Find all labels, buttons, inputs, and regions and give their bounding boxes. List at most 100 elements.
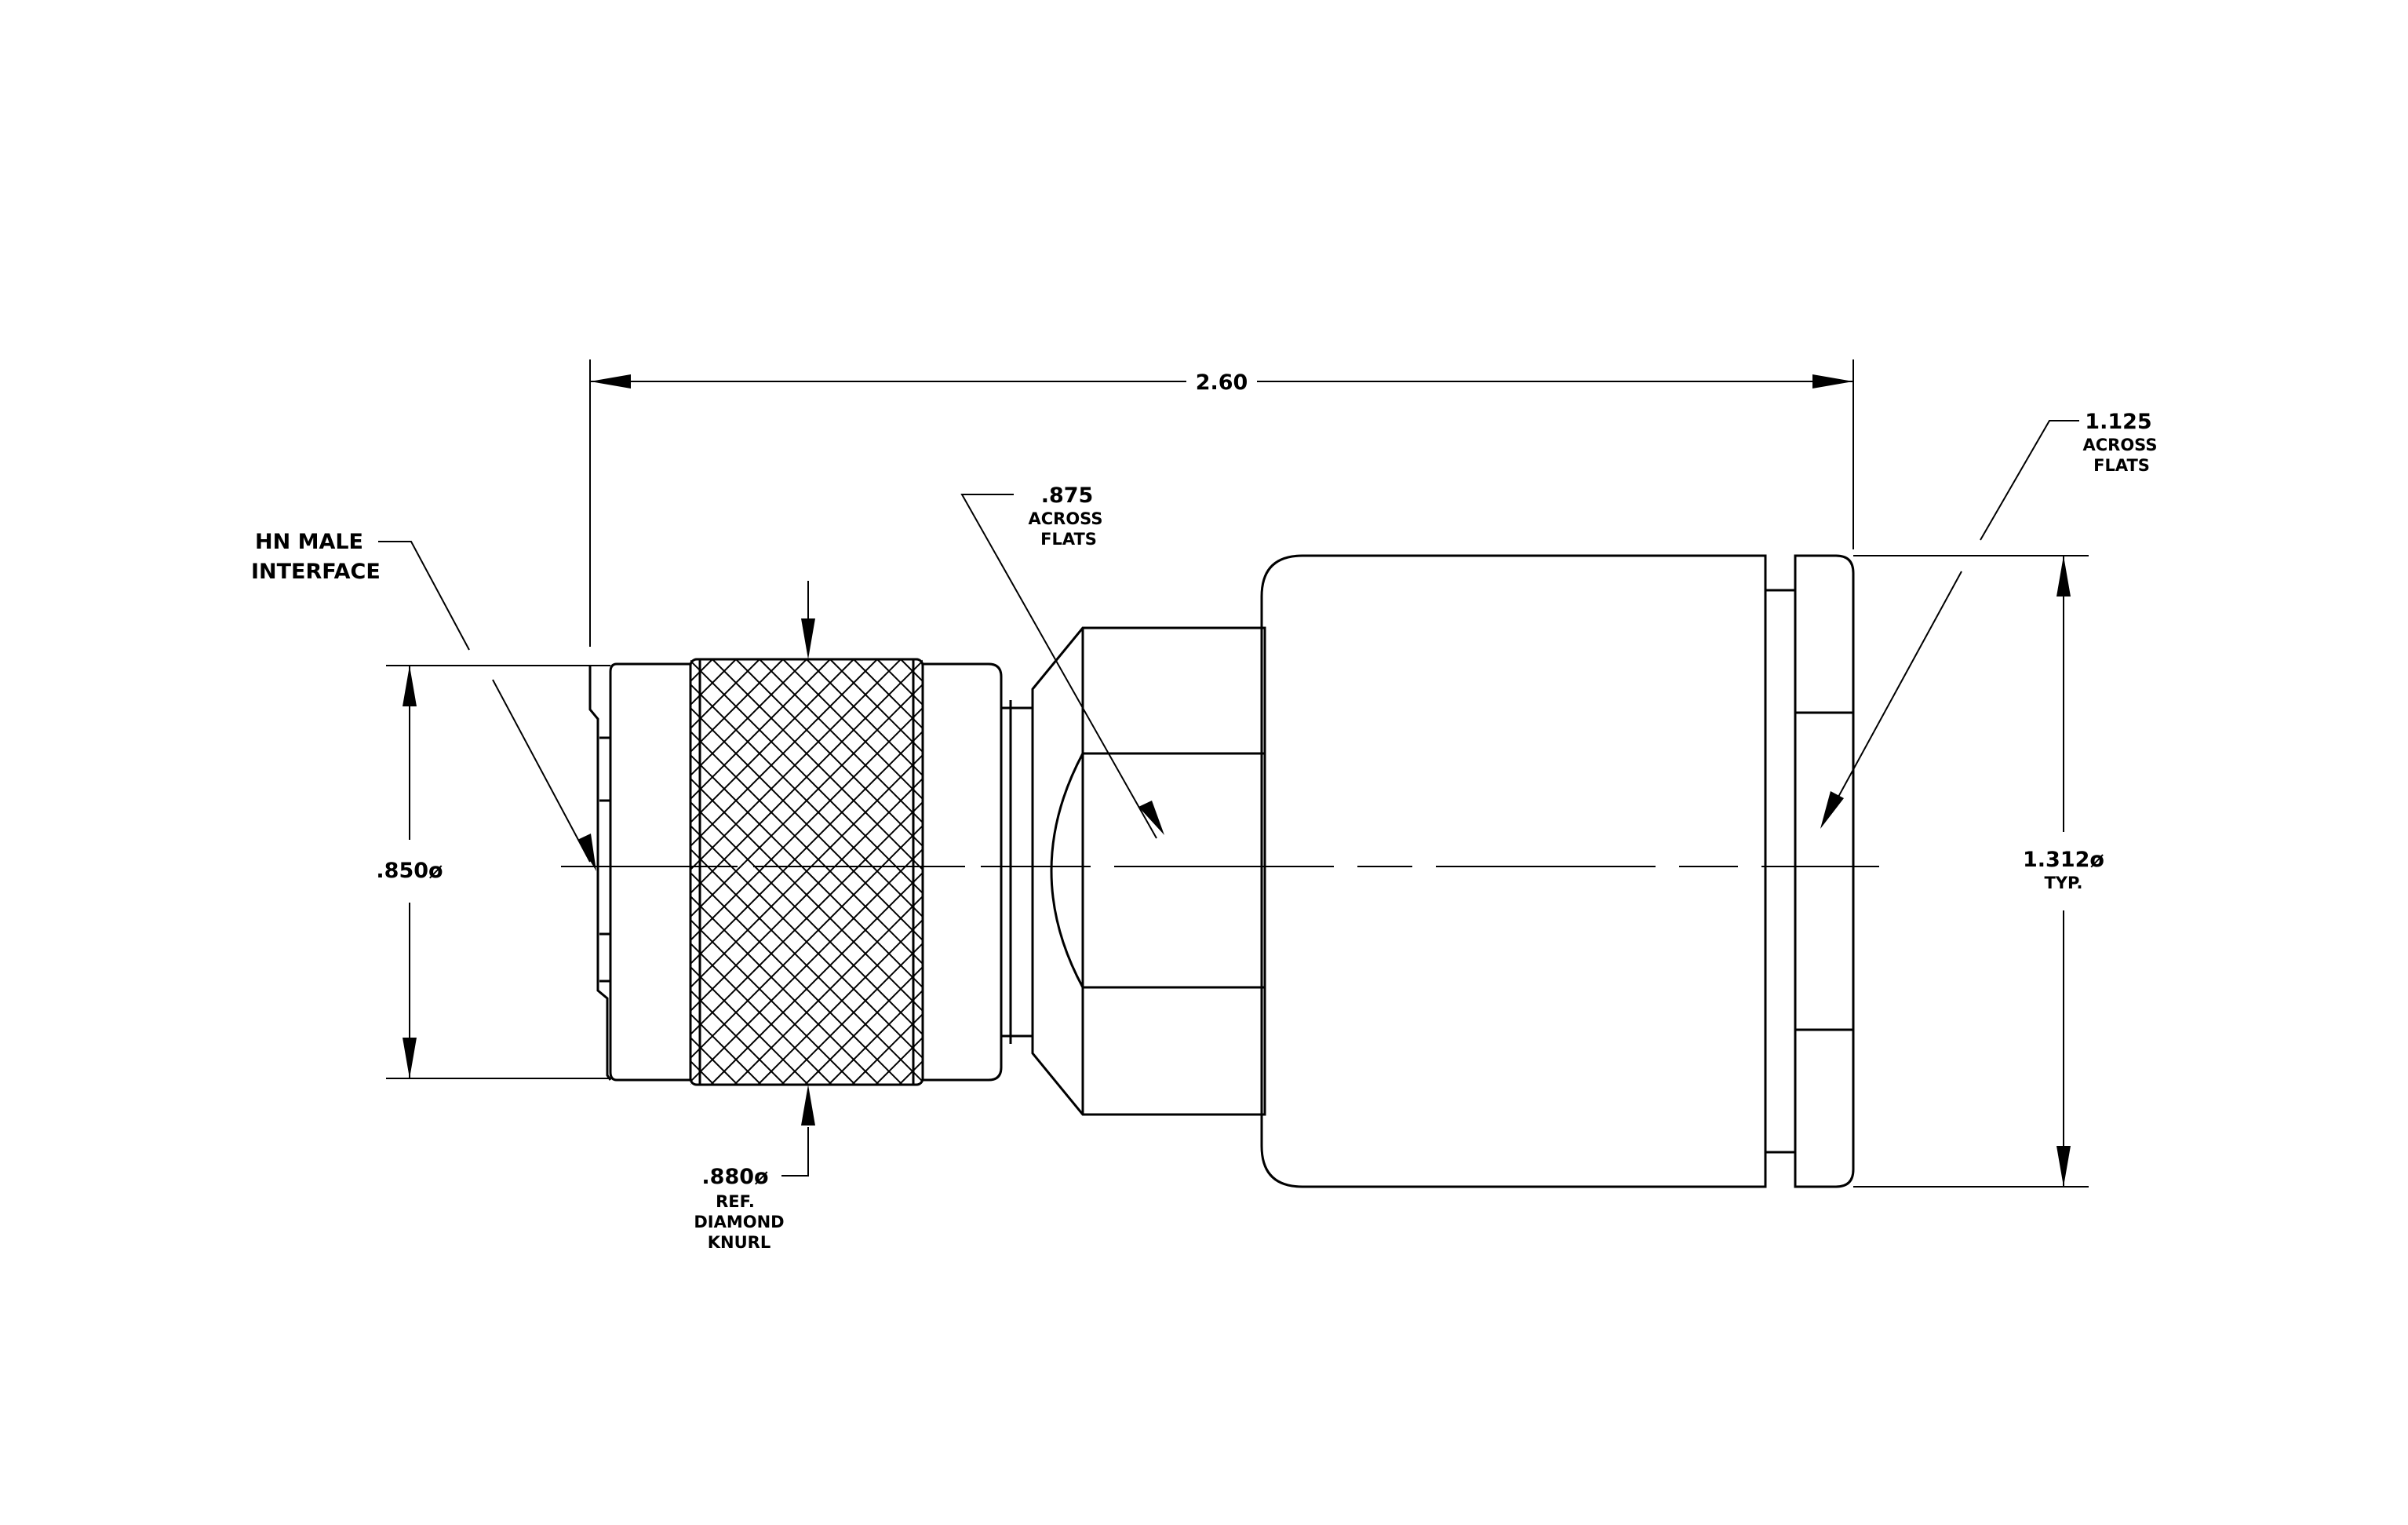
knurl-line	[924, 659, 1350, 1085]
knurl-line	[851, 1012, 923, 1085]
large-hex-line3: FLATS	[2093, 456, 2150, 475]
knurl-line	[734, 895, 923, 1085]
knurl-line	[690, 824, 923, 1060]
knurl-line	[0, 659, 359, 1085]
knurl-line	[876, 659, 923, 706]
diamond-knurl-pattern	[0, 659, 1750, 1085]
knurl-line	[0, 659, 406, 1085]
interface-label-line2: INTERFACE	[251, 560, 381, 584]
knurl-line	[690, 659, 854, 824]
knurl-line	[1183, 659, 1608, 1085]
knurl-line	[690, 659, 737, 706]
knurl-line	[995, 659, 1420, 1085]
knurl-line	[690, 918, 856, 1085]
knurl-line	[690, 965, 809, 1085]
small-hex-dim: .875	[1041, 483, 1094, 508]
knurl-line	[690, 659, 784, 753]
knurl-line	[690, 777, 923, 1012]
knurl-dim-value: .880ø	[701, 1165, 768, 1189]
knurl-line	[690, 659, 807, 777]
knurl-line	[240, 659, 665, 1085]
left-diameter-value: .850ø	[376, 859, 443, 883]
knurl-line	[264, 659, 689, 1085]
knurl-line	[690, 753, 923, 989]
knurl-line	[690, 730, 923, 965]
knurl-line	[690, 753, 923, 989]
knurl-line	[690, 706, 923, 942]
large-hex	[1794, 554, 1855, 1188]
interface-label-line1: HN MALE	[255, 530, 363, 554]
knurl-line	[782, 659, 923, 801]
knurl-line	[99, 659, 524, 1085]
knurl-line	[735, 659, 923, 848]
dim-left-diameter: .850ø	[376, 665, 610, 1079]
knurl-line	[690, 801, 923, 1036]
right-diameter-typ: TYP.	[2044, 874, 2082, 892]
knurl-line	[0, 659, 383, 1085]
dim-overall-length: 2.60	[589, 359, 1854, 647]
knurl-line	[757, 918, 923, 1085]
knurl-line	[781, 942, 923, 1085]
knurl-line	[0, 659, 336, 1085]
knurl-line	[0, 659, 265, 1085]
knurl-label-line2: REF.	[716, 1192, 755, 1211]
knurl-line	[690, 1083, 691, 1085]
small-hex-line2: ACROSS	[1029, 509, 1103, 528]
knurl-line	[690, 895, 880, 1085]
knurl-line	[0, 659, 289, 1085]
large-hex-line2: ACROSS	[2083, 436, 2158, 454]
knurl-line	[690, 824, 923, 1060]
knurl-line	[971, 659, 1397, 1085]
knurl-line	[690, 659, 831, 801]
leader-large-hex: 1.125 ACROSS FLATS	[1820, 410, 2158, 829]
knurl-line	[5, 659, 430, 1085]
body	[1260, 554, 1795, 1188]
knurl-line	[853, 659, 923, 730]
knurl-label-line4: KNURL	[708, 1233, 770, 1252]
large-hex-dim: 1.125	[2085, 410, 2151, 434]
knurl-line	[829, 659, 923, 753]
dim-knurl-diameter: .880ø REF. DIAMOND KNURL	[694, 581, 815, 1252]
knurl-line	[1324, 659, 1750, 1085]
knurl-line	[828, 989, 923, 1085]
knurl-line	[1207, 659, 1632, 1085]
leader-interface: HN MALE INTERFACE	[251, 530, 596, 871]
knurl-line	[690, 989, 785, 1085]
knurl-line	[875, 1036, 923, 1085]
knurl-line	[1113, 659, 1538, 1085]
knurl-line	[146, 659, 571, 1085]
knurl-line	[690, 659, 878, 848]
knurl-line	[0, 659, 312, 1085]
knurl-line	[1089, 659, 1514, 1085]
knurl-line	[690, 730, 923, 965]
knurl-line	[690, 1060, 715, 1085]
small-hex	[1031, 626, 1266, 1116]
knurl-line	[712, 659, 923, 871]
right-diameter-value: 1.312ø	[2023, 848, 2104, 872]
knurl-line	[690, 659, 923, 895]
knurl-line	[690, 942, 832, 1085]
knurl-line	[1277, 659, 1703, 1085]
knurl-line	[804, 965, 923, 1085]
knurl-line	[690, 871, 903, 1085]
knurl-line	[1066, 659, 1491, 1085]
knurl-line	[122, 659, 548, 1085]
knurl-line	[1160, 659, 1585, 1085]
knurl-line	[690, 801, 923, 1036]
knurl-line	[1254, 659, 1679, 1085]
knurl-line	[690, 659, 902, 871]
knurl-line	[759, 659, 923, 824]
small-hex-line3: FLATS	[1040, 530, 1097, 549]
knurl-line	[710, 871, 923, 1085]
knurl-line	[690, 683, 923, 918]
neck	[1001, 700, 1033, 1044]
knurl-line	[690, 848, 923, 1083]
knurl-line	[1230, 659, 1656, 1085]
knurl-line	[690, 848, 923, 1083]
leader-small-hex: .875 ACROSS FLATS	[960, 483, 1164, 839]
knurl-line	[690, 683, 923, 918]
overall-length-value: 2.60	[1196, 370, 1248, 395]
knurl-line	[690, 706, 923, 942]
